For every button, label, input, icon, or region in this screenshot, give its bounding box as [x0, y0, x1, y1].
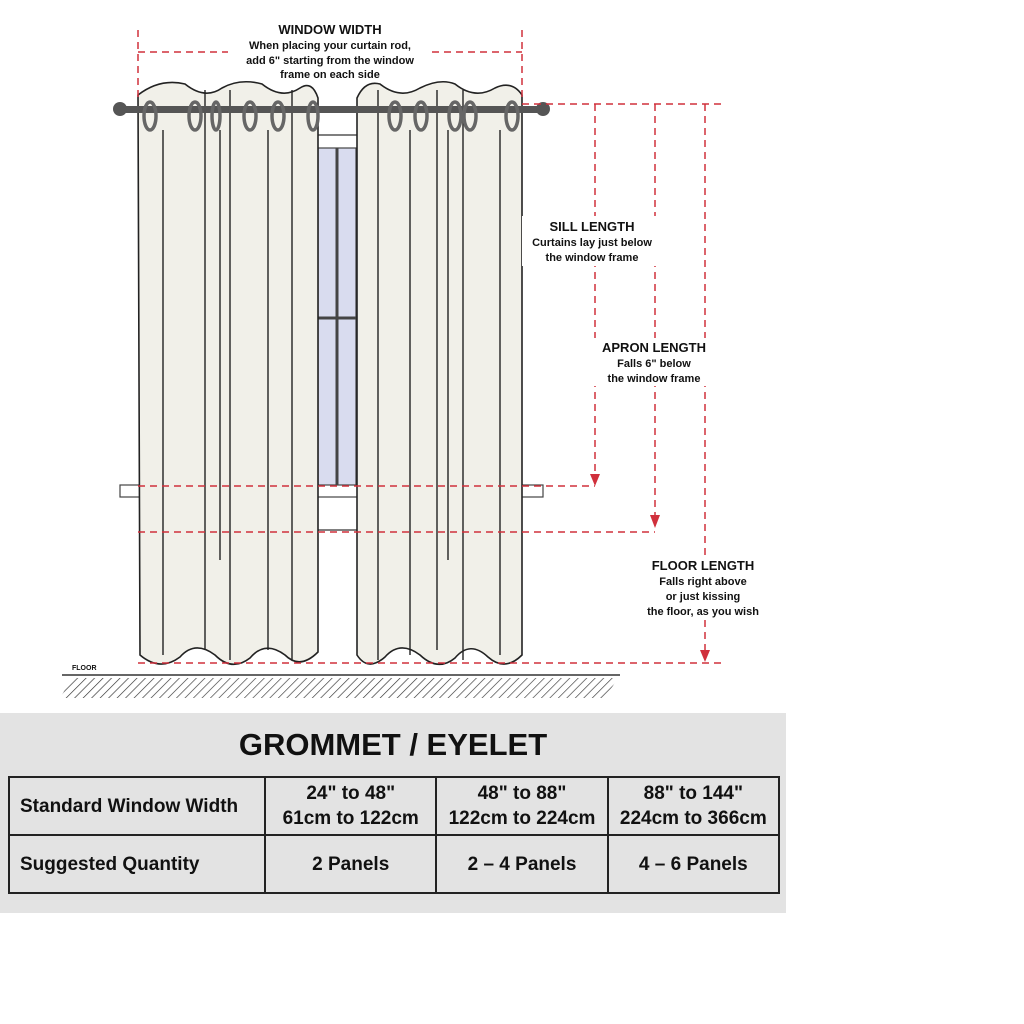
row-header: Standard Window Width: [7, 776, 267, 836]
label-title: SILL LENGTH: [550, 219, 635, 234]
label-line: frame on each side: [280, 69, 380, 81]
label-line: add 6" starting from the window: [246, 55, 414, 67]
cell-line: 48" to 88": [477, 783, 567, 804]
cell-line: 122cm to 224cm: [448, 808, 596, 829]
label-title: WINDOW WIDTH: [278, 22, 381, 37]
table-cell: 48" to 88" 122cm to 224cm: [435, 776, 609, 836]
label-line: Falls right above: [659, 576, 746, 588]
label-line: Curtains lay just below: [532, 237, 652, 249]
label-line: or just kissing: [666, 591, 741, 603]
table-cell: 4 – 6 Panels: [606, 834, 781, 894]
table-cell: 88" to 144" 224cm to 366cm: [606, 776, 781, 836]
cell-line: 224cm to 366cm: [619, 808, 767, 829]
sill-length-label: SILL LENGTH Curtains lay just below the …: [522, 216, 662, 266]
cell-line: 88" to 144": [643, 783, 743, 804]
label-title: FLOOR LENGTH: [652, 558, 755, 573]
cell-line: 61cm to 122cm: [282, 808, 419, 829]
table-cell: 24" to 48" 61cm to 122cm: [264, 776, 438, 836]
floor-length-label: FLOOR LENGTH Falls right above or just k…: [636, 555, 772, 619]
label-title: APRON LENGTH: [602, 340, 706, 355]
size-guide-section: GROMMET / EYELET Standard Window Width 2…: [0, 713, 786, 913]
label-line: the window frame: [608, 373, 701, 385]
apron-length-label: APRON LENGTH Falls 6" below the window f…: [594, 338, 714, 386]
label-line: When placing your curtain rod,: [249, 40, 411, 52]
floor-label: FLOOR: [72, 665, 97, 672]
label-line: Falls 6" below: [617, 358, 691, 370]
row-header: Suggested Quantity: [7, 834, 267, 894]
table-row: Suggested Quantity 2 Panels 2 – 4 Panels…: [7, 834, 781, 894]
floor-arrow-icon: [700, 650, 710, 662]
curtain-measurement-diagram: FLOOR WINDOW WIDTH When placing your cur…: [60, 22, 772, 698]
sill-arrow-icon: [590, 474, 600, 486]
floor: FLOOR: [60, 665, 620, 698]
curtain-rod: [113, 102, 550, 116]
label-line: the window frame: [546, 252, 639, 264]
size-guide-table: Standard Window Width 24" to 48" 61cm to …: [7, 776, 781, 894]
label-line: the floor, as you wish: [647, 606, 759, 618]
table-title: GROMMET / EYELET: [238, 727, 548, 762]
apron-arrow-icon: [650, 515, 660, 528]
table-row: Standard Window Width 24" to 48" 61cm to …: [7, 776, 781, 836]
curtain-panel-left: [137, 80, 319, 666]
curtain-panel-right: [356, 80, 523, 666]
grommets: [142, 100, 520, 132]
cell-line: 24" to 48": [306, 783, 396, 804]
table-cell: 2 – 4 Panels: [435, 834, 609, 894]
table-cell: 2 Panels: [264, 834, 438, 894]
window-width-label: WINDOW WIDTH When placing your curtain r…: [246, 22, 414, 81]
